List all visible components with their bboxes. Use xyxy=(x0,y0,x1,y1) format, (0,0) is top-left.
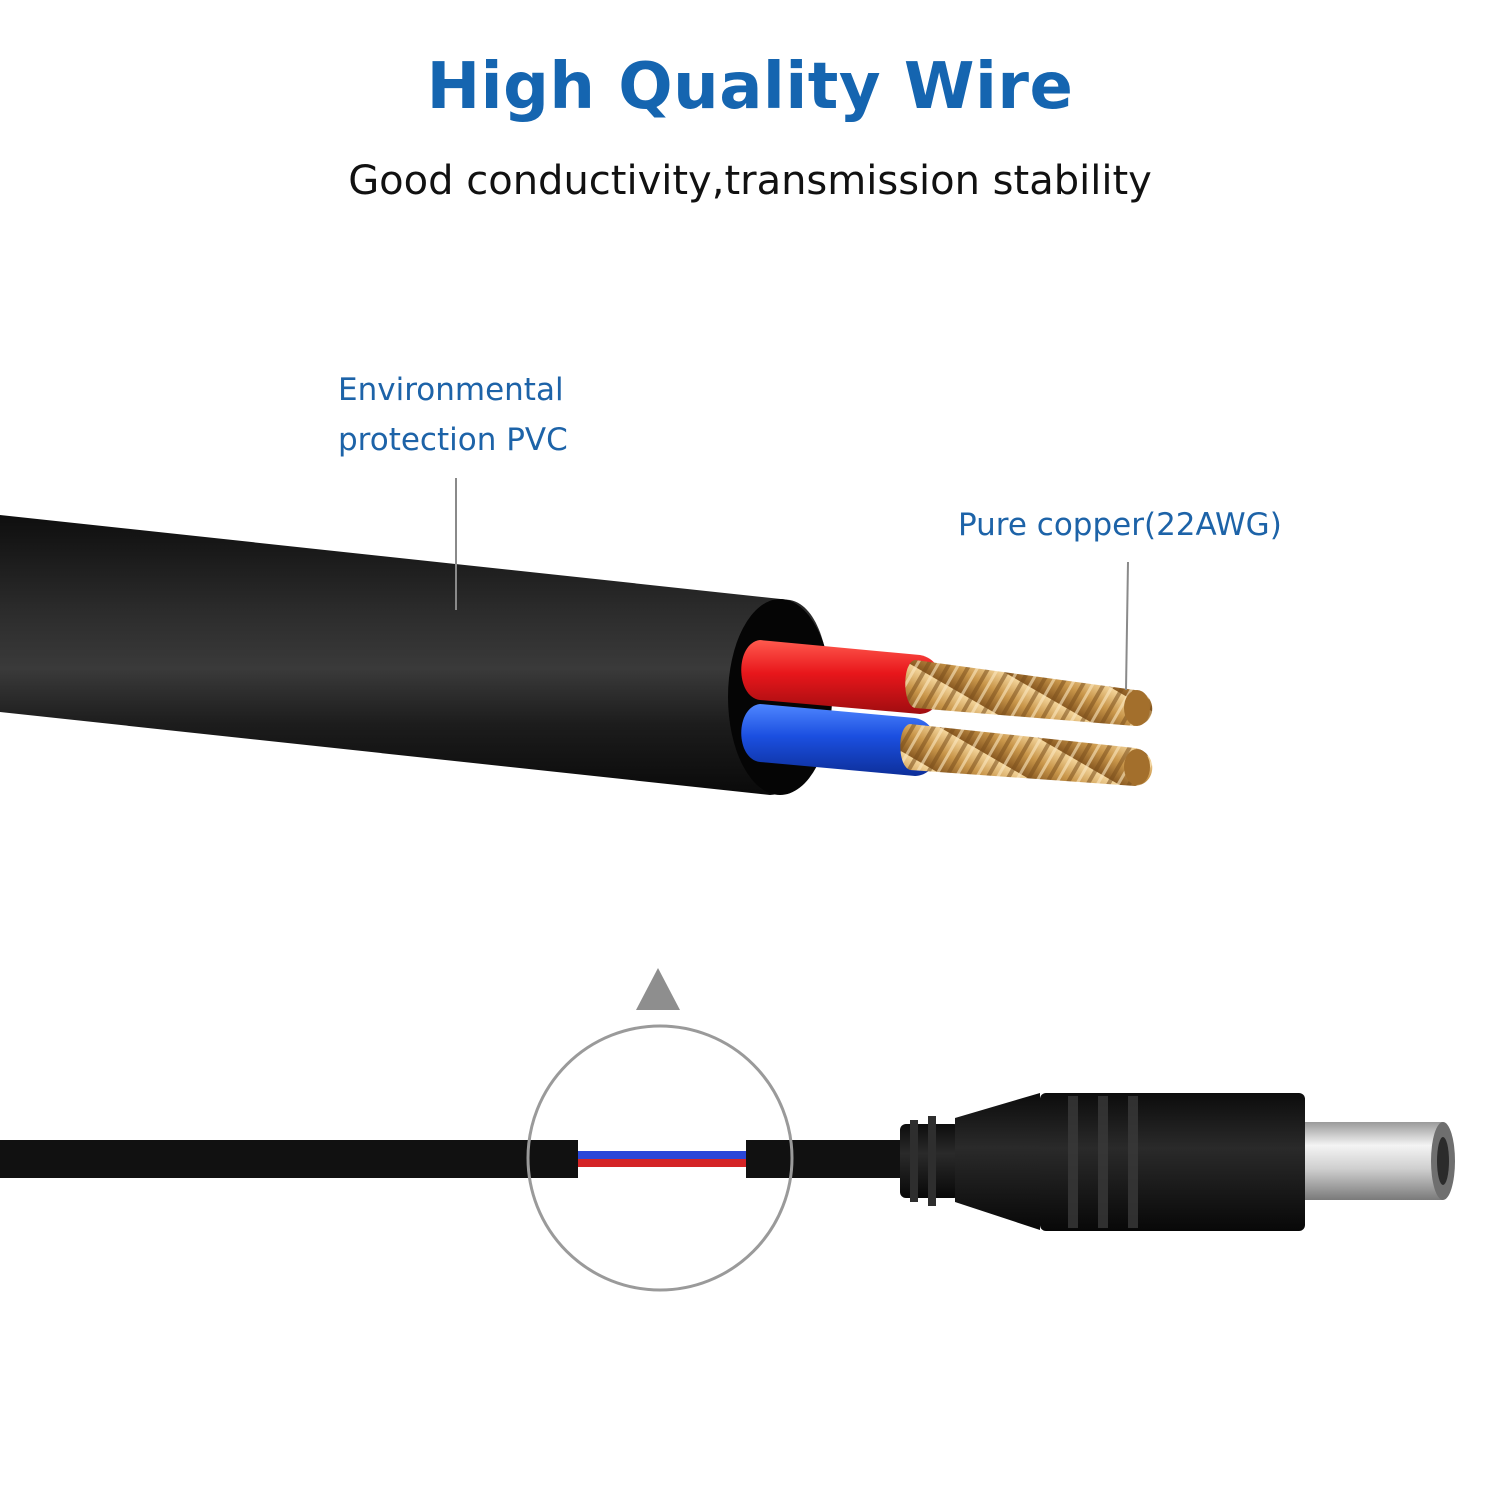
copper-callout-line xyxy=(1125,561,1129,691)
thin-cable xyxy=(0,1140,906,1178)
red-core-wire xyxy=(741,640,1153,726)
blue-copper-strands xyxy=(900,724,1153,786)
up-arrow-icon xyxy=(636,968,680,1010)
copper-callout-label: Pure copper(22AWG) xyxy=(958,507,1282,543)
red-inner-wire xyxy=(578,1159,746,1167)
magnifier-circle xyxy=(526,1024,794,1292)
page-title: High Quality Wire xyxy=(426,50,1074,124)
pvc-jacket xyxy=(0,515,832,795)
pvc-callout-line-2: protection PVC xyxy=(338,422,568,458)
pvc-callout-label: Environmental protection PVC xyxy=(338,365,568,465)
dc-barrel-plug xyxy=(900,1093,1455,1231)
blue-core-wire xyxy=(741,704,1153,786)
red-copper-strands xyxy=(905,660,1153,726)
blue-inner-wire xyxy=(578,1151,746,1159)
pvc-callout-line-1: Environmental xyxy=(338,372,564,408)
metal-barrel-tip xyxy=(1305,1122,1443,1200)
page-subtitle: Good conductivity,transmission stability xyxy=(348,158,1152,204)
